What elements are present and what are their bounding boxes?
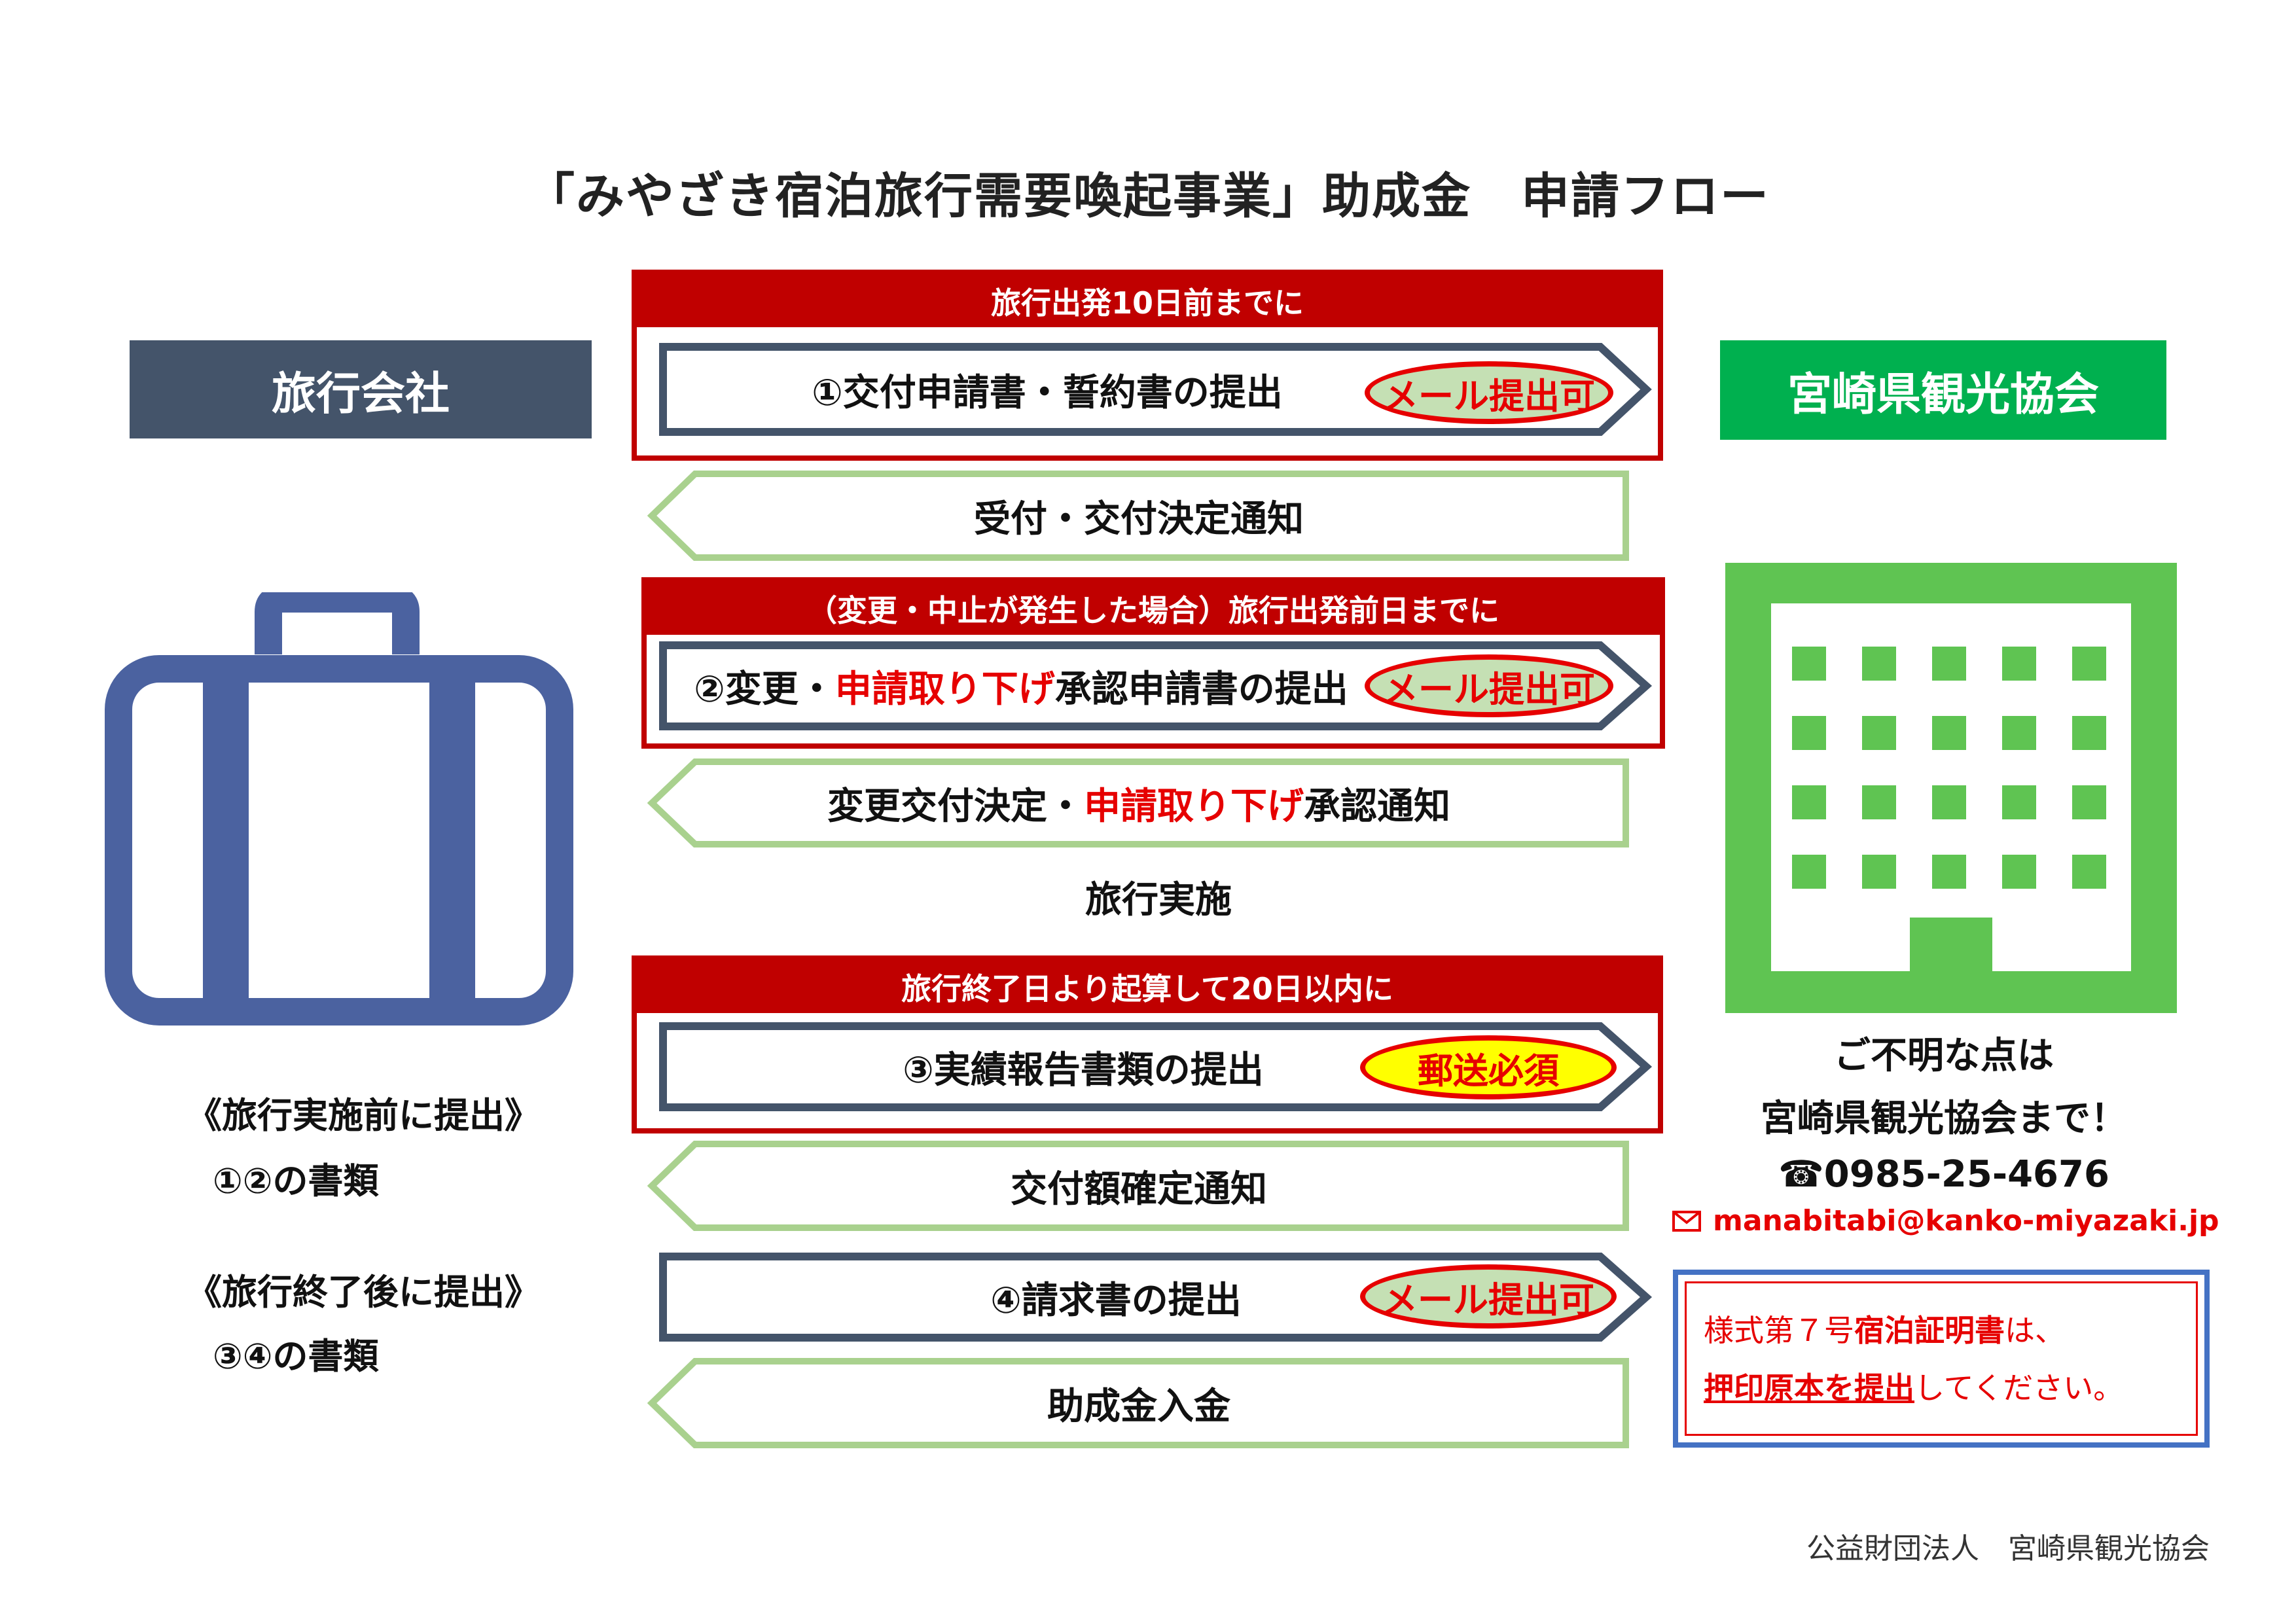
tourism-association-label: 宮崎県観光協会 (1720, 340, 2166, 440)
step2-deadline: （変更・中止が発生した場合）旅行出発前日までに (647, 582, 1660, 635)
step1-email-badge: メール提出可 (1365, 361, 1613, 424)
reply1-label: 受付・交付決定通知 (974, 497, 1304, 541)
building-window (1862, 716, 1896, 750)
building-window (1862, 855, 1896, 889)
contact-email[interactable]: manabitabi@kanko-miyazaki.jp (1713, 1204, 2219, 1238)
reply1-arrow: 受付・交付決定通知 (647, 470, 1630, 562)
page-title: 「みやざき宿泊旅行需要喚起事業」助成金 申請フロー (526, 168, 1770, 224)
reply3-label: 交付額確定通知 (1011, 1168, 1267, 1211)
building-window (2072, 647, 2106, 681)
building-window (1932, 785, 1966, 819)
note-after-docs: ③④の書類 (213, 1336, 379, 1377)
building-window (1792, 716, 1826, 750)
building-window (2002, 785, 2036, 819)
contact-email-row: manabitabi@kanko-miyazaki.jp (1672, 1204, 2219, 1238)
step1-label: ①交付申請書・誓約書の提出 (812, 371, 1283, 414)
notice-box: 様式第７号宿泊証明書は、 押印原本を提出してください。 (1673, 1270, 2210, 1448)
reply4-label: 助成金入金 (1047, 1385, 1230, 1428)
step3-label: ③実績報告書類の提出 (903, 1048, 1264, 1092)
travel-execution-label: 旅行実施 (1085, 879, 1232, 921)
reply2-arrow: 変更交付決定・申請取り下げ承認通知 (647, 758, 1630, 848)
building-window (2072, 716, 2106, 750)
building-window (2002, 716, 2036, 750)
step4-label: ④請求書の提出 (990, 1279, 1242, 1322)
building-window (2002, 855, 2036, 889)
building-window (1792, 647, 1826, 681)
note-after-title: 《旅行終了後に提出》 (187, 1272, 540, 1313)
contact-line1: ご不明な点は (1834, 1035, 2054, 1077)
building-window (2072, 855, 2106, 889)
mail-icon (1672, 1210, 1701, 1232)
building-window (2002, 647, 2036, 681)
note-before-docs: ①②の書類 (213, 1160, 379, 1202)
reply4-arrow: 助成金入金 (647, 1357, 1630, 1449)
footer-organization: 公益財団法人 宮崎県観光協会 (1806, 1532, 2210, 1565)
building-window (1792, 785, 1826, 819)
building-icon (1725, 563, 2177, 1013)
building-window (1932, 647, 1966, 681)
notice-text: 様式第７号宿泊証明書は、 押印原本を提出してください。 (1685, 1281, 2198, 1436)
reply3-arrow: 交付額確定通知 (647, 1140, 1630, 1232)
building-window (1932, 855, 1966, 889)
building-window (1862, 785, 1896, 819)
step1-deadline: 旅行出発10日前までに (637, 275, 1658, 327)
building-window (1792, 855, 1826, 889)
step3-mail-required-badge: 郵送必須 (1360, 1035, 1617, 1099)
step2-email-badge: メール提出可 (1365, 654, 1613, 717)
building-window (1862, 647, 1896, 681)
step4-email-badge: メール提出可 (1360, 1264, 1617, 1329)
step2-label: ②変更・申請取り下げ承認申請書の提出 (694, 668, 1348, 711)
building-window (2072, 785, 2106, 819)
travel-agency-label: 旅行会社 (130, 340, 592, 438)
contact-phone: ☎0985-25-4676 (1778, 1153, 2109, 1196)
contact-line2: 宮崎県観光協会まで！ (1761, 1097, 2127, 1140)
reply2-label: 変更交付決定・申請取り下げ承認通知 (827, 785, 1450, 828)
suitcase-icon (105, 592, 573, 1026)
note-before-title: 《旅行実施前に提出》 (187, 1095, 540, 1136)
step3-deadline: 旅行終了日より起算して20日以内に (637, 961, 1658, 1013)
building-window (1932, 716, 1966, 750)
